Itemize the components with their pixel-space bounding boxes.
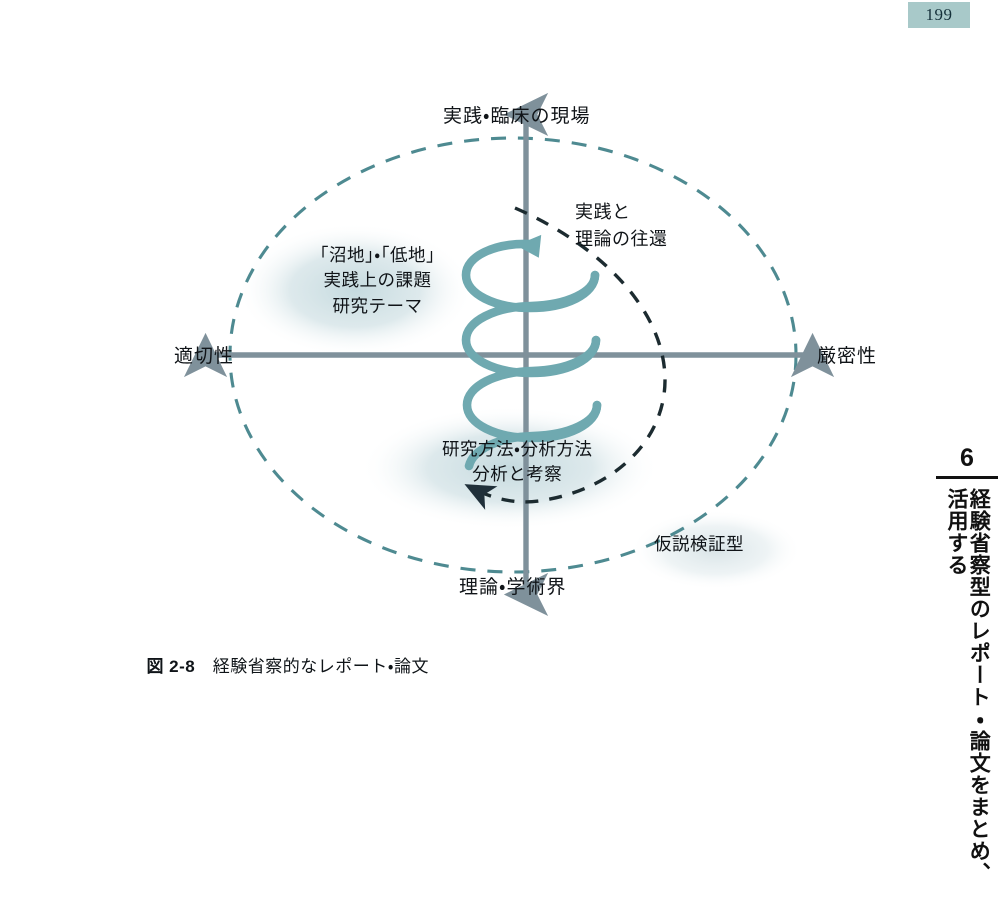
blob-label-research-methods: 研究方法・分析方法 分析と考察 — [442, 439, 593, 485]
blob-label-upper-left: 「沼地」・「低地」 実践上の課題 研究テーマ — [311, 245, 444, 316]
axis-label-left: 適切性 — [174, 346, 235, 367]
spiral-helix — [461, 239, 602, 471]
blob-label-hypothesis-testing: 仮説検証型 — [654, 534, 744, 554]
axis-label-right: 厳密性 — [817, 346, 878, 367]
diagram-canvas — [183, 92, 835, 617]
figure-caption: 図 2-8 経験省察的なレポート・論文 — [136, 632, 429, 677]
page-number-text: 199 — [925, 5, 953, 24]
figure-caption-number: 図 2-8 — [146, 657, 196, 676]
spiral-arrowhead — [515, 234, 542, 258]
figure-diagram: 実践・臨床の現場 理論・学術界 適切性 厳密性 「沼地」・「低地」 実践上の課題… — [0, 40, 930, 620]
chapter-rule-divider — [936, 476, 998, 479]
axis-label-top: 実践・臨床の現場 — [443, 106, 591, 127]
chapter-tab: 6 経験省察型のレポート・論文をまとめ、活用する — [936, 444, 998, 904]
inner-dashed-loop — [464, 206, 667, 510]
blob-hypothesis — [630, 510, 802, 590]
figure-caption-text: 経験省察的なレポート・論文 — [212, 657, 430, 676]
axis-label-bottom: 理論・学術界 — [459, 577, 567, 598]
blob-upper-left — [237, 223, 473, 357]
page-number-chip: 199 — [908, 2, 970, 28]
chapter-title-vertical: 経験省察型のレポート・論文をまとめ、活用する — [945, 488, 991, 884]
figure-caption-gap — [195, 657, 213, 676]
chapter-number: 6 — [960, 444, 974, 472]
annotation-practice-theory-cycle: 実践と 理論の往還 — [575, 202, 668, 249]
